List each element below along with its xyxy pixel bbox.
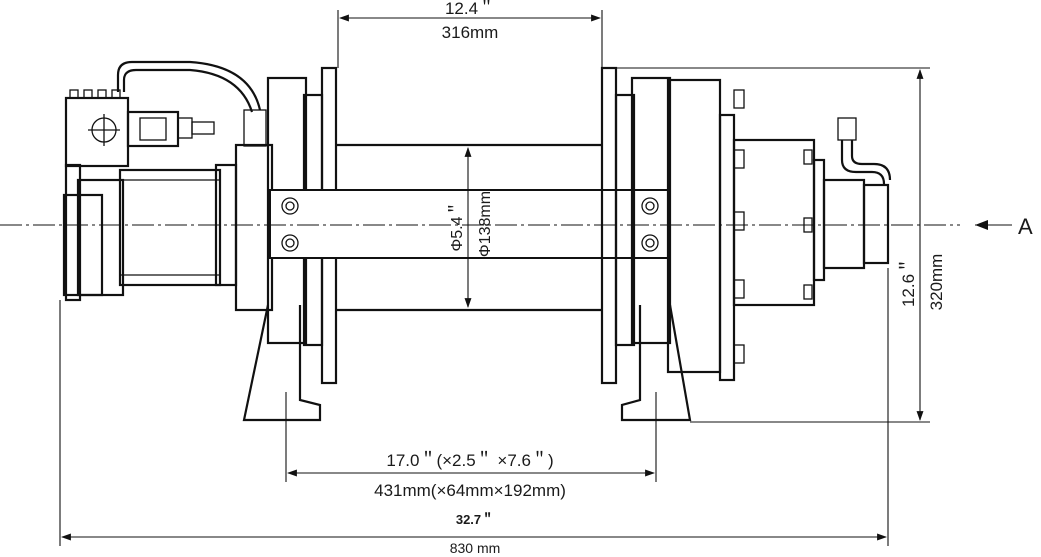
mount-in: 17.0＂(×2.5＂ ×7.6＂) xyxy=(386,451,553,470)
mount-mm: 431mm(×64mm×192mm) xyxy=(374,481,566,500)
dim-overall-length: 32.7＂ 830 mm xyxy=(59,268,889,556)
drum-length-mm: 316mm xyxy=(442,23,499,42)
dim-drum-diameter: Φ5.4＂ Φ138mm xyxy=(447,147,494,308)
brake-fitting xyxy=(837,117,857,141)
drum xyxy=(336,143,602,312)
dim-mounting: 17.0＂(×2.5＂ ×7.6＂) 431mm(×64mm×192mm) xyxy=(285,392,657,500)
gearbox xyxy=(718,89,892,382)
solenoid xyxy=(126,110,180,148)
height-mm: 320mm xyxy=(927,254,946,311)
dim-height: 12.6＂ 320mm xyxy=(604,67,946,423)
dim-drum-length: 12.4＂ 316mm xyxy=(337,0,603,68)
drum-dia-mm: Φ138mm xyxy=(477,191,494,257)
tie-bar xyxy=(269,189,671,259)
drum-dia-in: Φ5.4＂ xyxy=(447,200,466,251)
height-in: 12.6＂ xyxy=(899,257,918,307)
valve-block xyxy=(64,96,130,168)
drum-length-in: 12.4＂ xyxy=(445,0,495,18)
overall-in: 32.7＂ xyxy=(456,512,494,527)
view-arrow-a: A xyxy=(975,214,1033,239)
view-label: A xyxy=(1018,214,1033,239)
overall-mm: 830 mm xyxy=(450,540,501,556)
hydraulic-hose xyxy=(116,60,262,111)
